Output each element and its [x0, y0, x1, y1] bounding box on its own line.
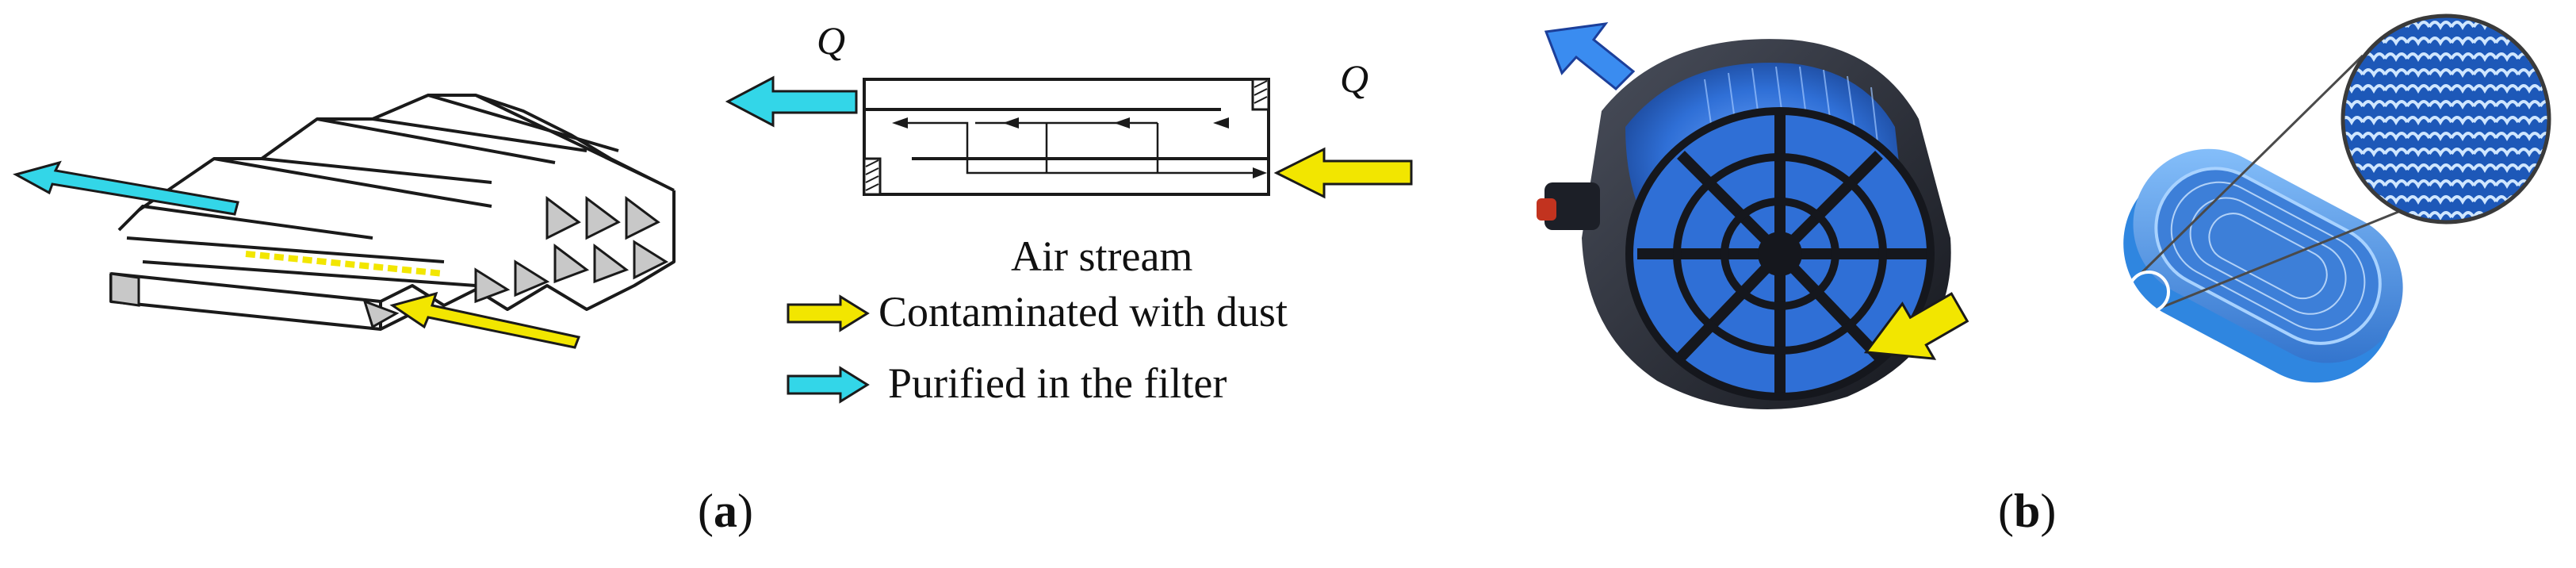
plug-hatching	[866, 81, 1267, 190]
flow-rate-label-inlet: Q	[1340, 56, 1368, 102]
panel-label-b: (b)	[1998, 484, 2056, 539]
purified-air-arrow	[16, 163, 238, 214]
magnified-inset	[2343, 16, 2549, 222]
legend-purified-arrow	[785, 365, 872, 405]
legend-purified-label: Purified in the filter	[888, 359, 1227, 408]
radial-filter-cartridge	[1506, 0, 2077, 444]
contaminated-air-arrow	[392, 294, 579, 347]
legend-title: Air stream	[1011, 232, 1192, 281]
legend-contaminated-arrow	[785, 294, 872, 333]
channel-plugs	[864, 79, 1269, 194]
purified-air-arrow-b	[1546, 24, 1633, 89]
oval-filter-cartridge	[2030, 0, 2569, 444]
legend-contaminated-label: Contaminated with dust	[878, 287, 1288, 336]
flow-arrowheads	[892, 117, 1267, 178]
panel-label-a: (a)	[698, 484, 753, 539]
inlet-arrow	[1277, 149, 1411, 197]
flow-rate-label-outlet: Q	[817, 17, 845, 63]
internal-flow-path	[896, 123, 1261, 173]
center-hub	[1758, 232, 1802, 276]
pleated-filter-sketch	[0, 0, 714, 397]
outlet-arrow	[728, 78, 856, 125]
outlet-tip	[1537, 198, 1556, 221]
channel-outline	[864, 79, 1269, 194]
